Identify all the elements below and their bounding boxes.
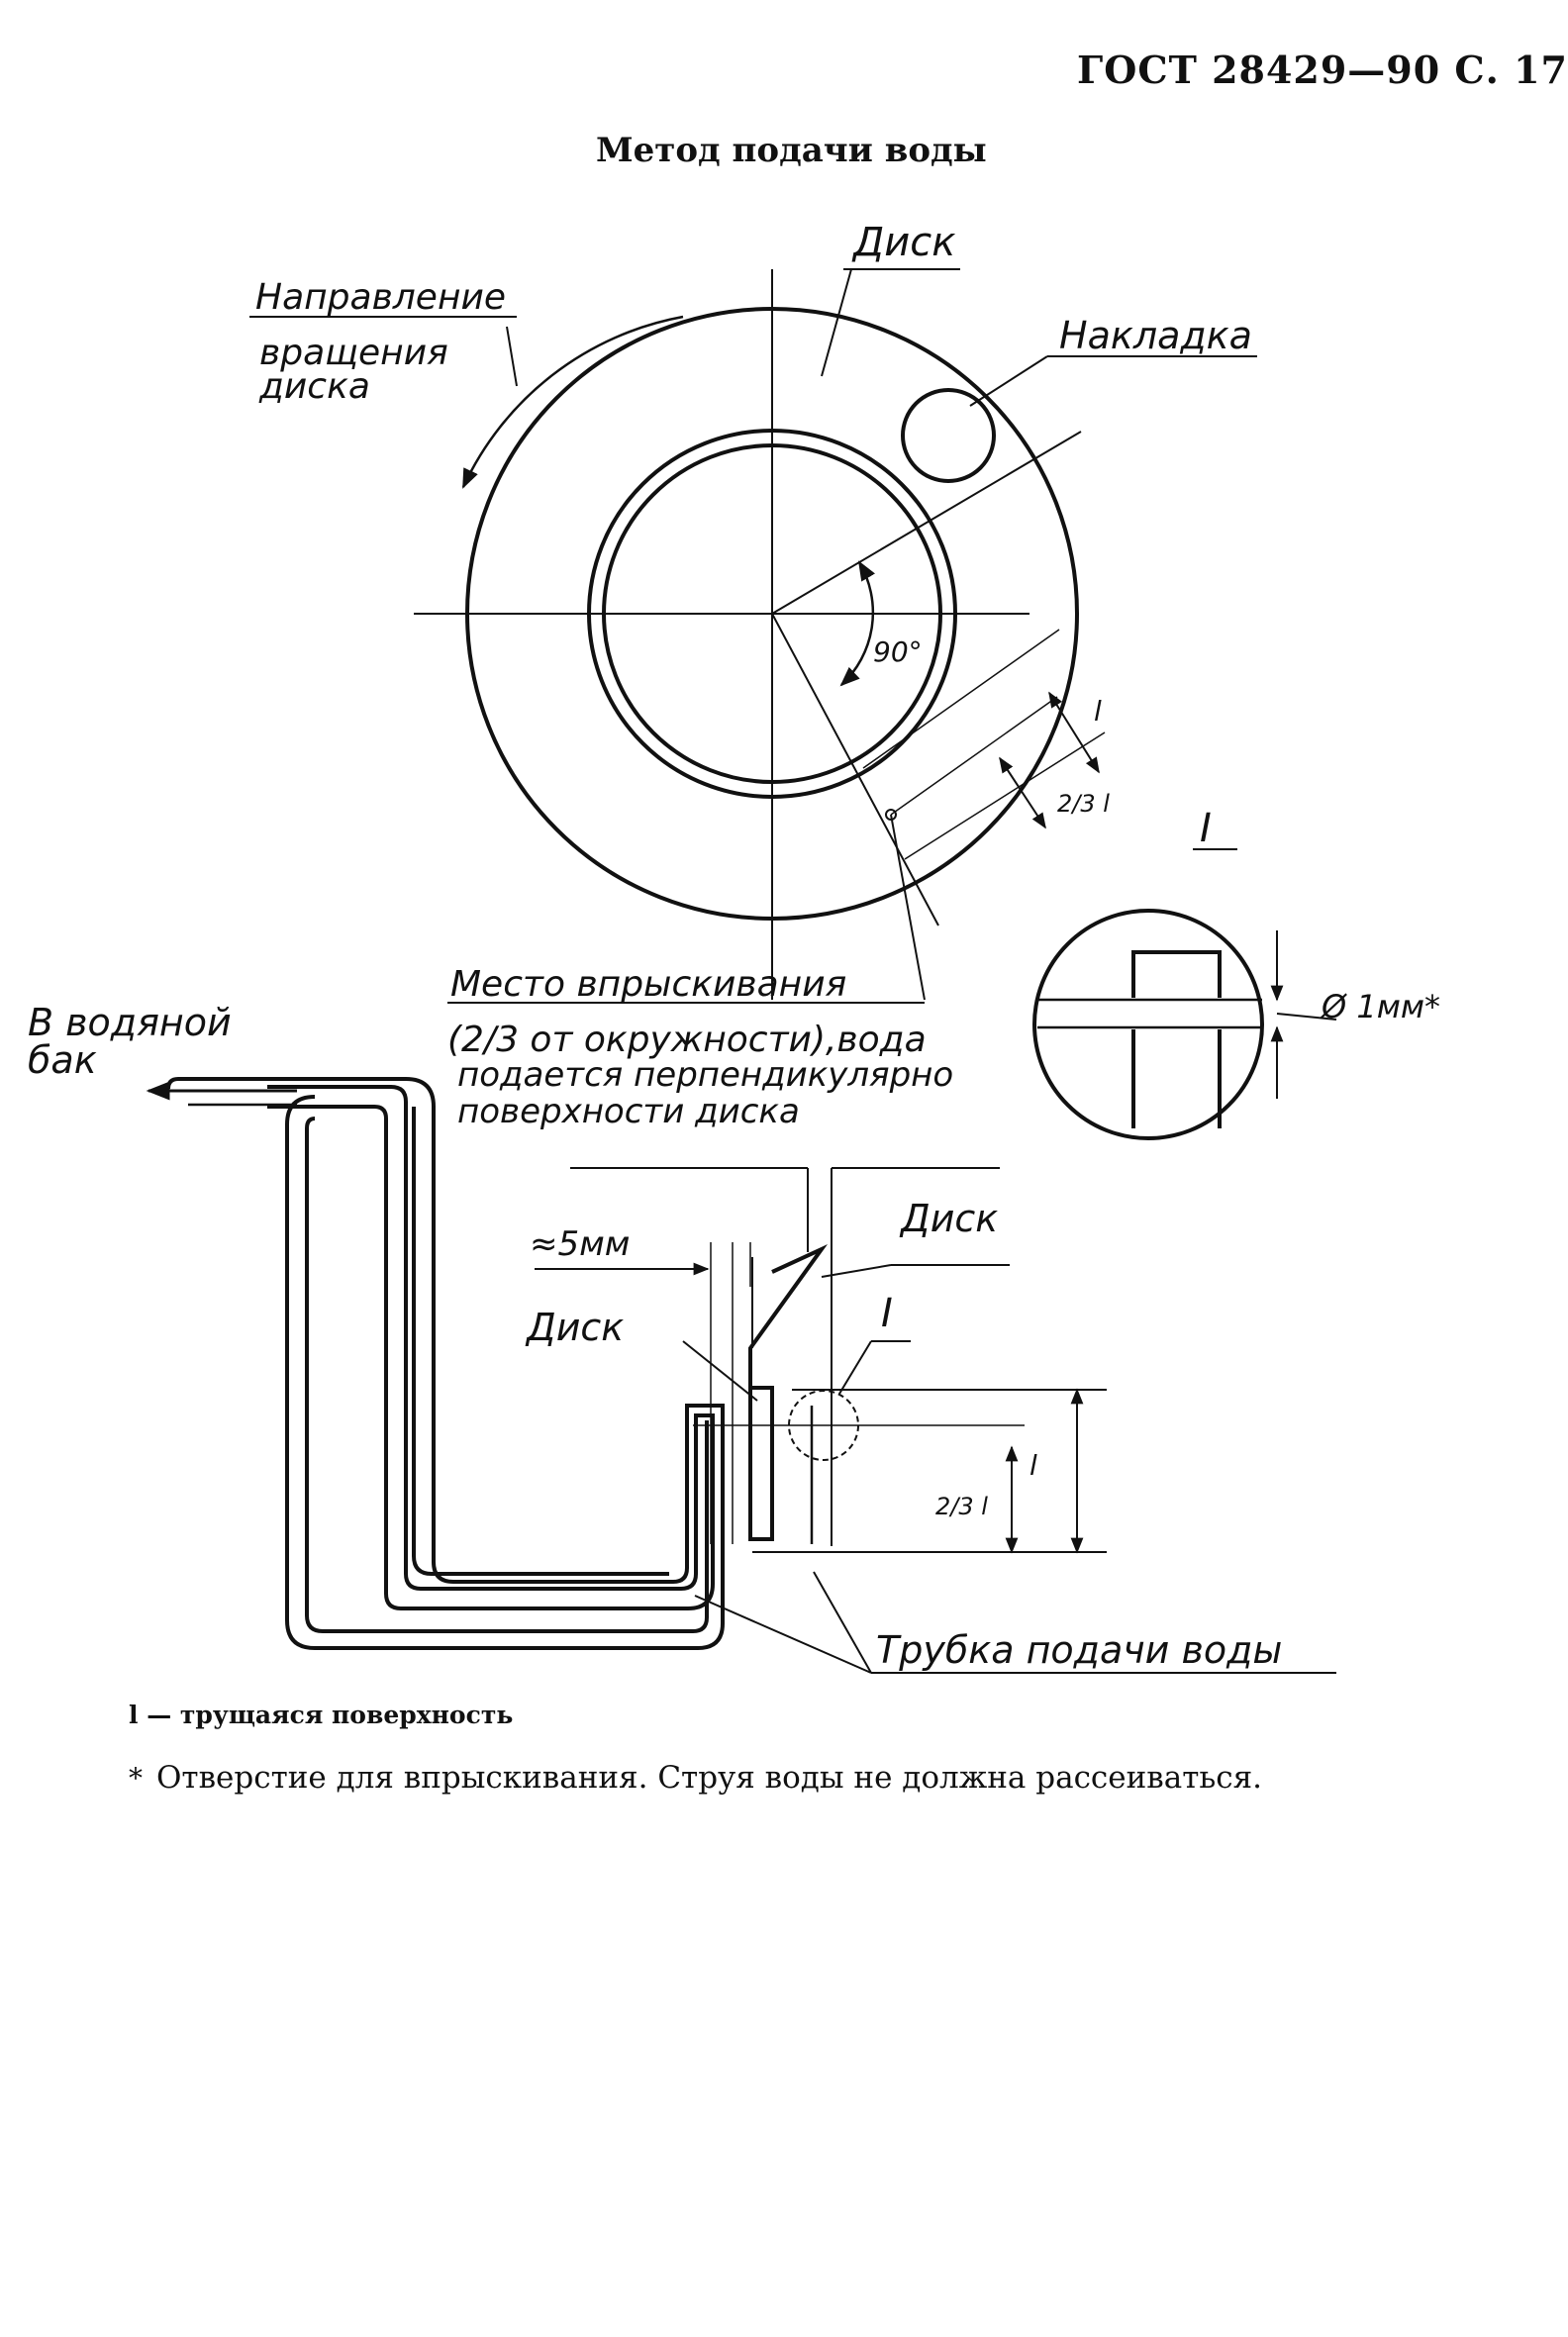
- label-tube: Трубка подачи воды: [876, 1628, 1282, 1672]
- footnote-text: Отверстие для впрыскивания. Струя воды н…: [156, 1760, 1263, 1796]
- radius-to-spray: [771, 613, 939, 926]
- detail-circle: [1032, 909, 1264, 1140]
- pad-circle: [901, 388, 996, 483]
- disk-top-view: [249, 268, 1257, 1004]
- leader-rotation: [506, 326, 518, 387]
- footnote-marker: *: [129, 1762, 143, 1795]
- label-disk-side-left: Диск: [525, 1306, 624, 1349]
- label-detail-roman-2: I: [881, 1291, 893, 1336]
- label-spray-1: Место впрыскивания: [450, 964, 846, 1005]
- detail-marker-leader: [838, 1340, 872, 1395]
- label-spray-3: подается перпендикулярно: [457, 1055, 953, 1095]
- label-tank-2: бак: [28, 1038, 97, 1082]
- label-spray-2: (2/3 от окружности),вода: [447, 1020, 927, 1060]
- label-disk-top: Диск: [851, 220, 955, 265]
- label-tank-1: В водяной: [28, 1001, 232, 1044]
- page-header: ГОСТ 28429—90 С. 17: [1077, 48, 1568, 92]
- dim-l: [1048, 691, 1100, 774]
- tube-sleeve-inner: [305, 1107, 709, 1633]
- label-dim-l: l: [1094, 695, 1102, 728]
- label-pad: Накладка: [1059, 314, 1252, 357]
- label-angle: 90°: [873, 635, 923, 668]
- dim-extension-1: [890, 696, 1058, 816]
- disk-inner-ring-inner: [602, 443, 942, 784]
- radius-to-pad: [771, 431, 1082, 615]
- disk-bevel: [748, 1244, 829, 1541]
- label-spray-4: поверхности диска: [457, 1092, 800, 1131]
- footnote: * Отверстие для впрыскивания. Струя воды …: [129, 1760, 1262, 1796]
- rotation-arrow: [461, 315, 684, 489]
- label-dim-two-thirds-side: 2/3 l: [935, 1493, 988, 1520]
- disk-outer-circle: [465, 307, 1079, 921]
- dim-extension-2: [862, 629, 1060, 769]
- leader-disk-right: [821, 1264, 892, 1278]
- leader-spray: [890, 814, 926, 1001]
- tube-side-view: [146, 1077, 725, 1650]
- label-dim-l-side: l: [1029, 1449, 1037, 1482]
- label-dim-two-thirds-l: 2/3 l: [1057, 790, 1110, 818]
- angle-arc: [839, 560, 876, 687]
- leader-disk: [821, 268, 852, 377]
- dim-two-thirds-l: [999, 756, 1046, 829]
- legend-note: l — трущаяся поверхность: [129, 1701, 514, 1729]
- tube-sleeve-outer: [166, 1077, 725, 1650]
- label-disk-side-right: Диск: [899, 1197, 998, 1240]
- leader-tube-2: [813, 1571, 872, 1674]
- detail-slot-lower: [1131, 1029, 1222, 1128]
- detail-slot-upper: [1131, 950, 1222, 998]
- label-rotation-2: вращения: [259, 333, 448, 373]
- detail-one: [1032, 848, 1337, 1140]
- label-hole: Ø 1мм*: [1320, 988, 1440, 1025]
- label-detail-roman: I: [1200, 806, 1212, 851]
- leader-tube-1: [694, 1595, 872, 1674]
- tube-outer: [267, 1085, 715, 1610]
- disk-side-profile: [535, 1167, 1336, 1674]
- label-rotation-3: диска: [258, 366, 370, 407]
- leader-disk-left: [682, 1340, 758, 1402]
- leader-pad: [969, 355, 1048, 407]
- label-gap: ≈5мм: [530, 1224, 630, 1264]
- detail-leader: [1276, 1013, 1337, 1021]
- page-title: Метод подачи воды: [596, 131, 987, 170]
- disk-inner-ring-outer: [587, 429, 957, 799]
- label-rotation-1: Направление: [255, 277, 506, 318]
